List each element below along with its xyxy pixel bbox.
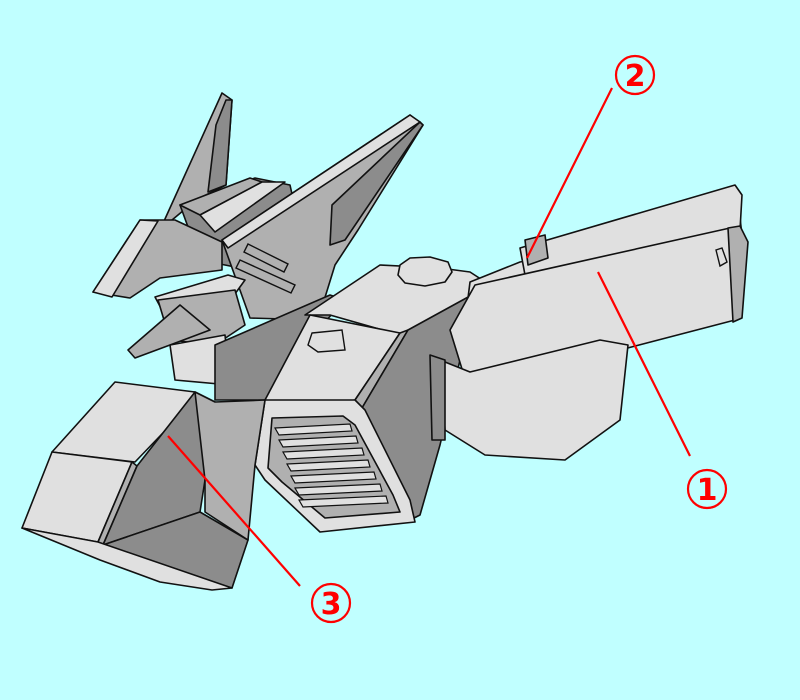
callout-leader-line	[167, 435, 301, 587]
hatch-panel	[307, 329, 346, 353]
vent-slats	[273, 423, 389, 508]
callout-number: 2	[625, 59, 646, 94]
right-fin-face	[329, 121, 424, 246]
vent-slat	[285, 459, 371, 472]
callout-3: 3	[167, 435, 352, 624]
parts-layer	[21, 92, 749, 591]
callout-circle	[686, 468, 728, 510]
callout-number: 1	[697, 473, 718, 508]
shield-bottom-edge	[21, 527, 233, 591]
callout-circle	[614, 54, 656, 96]
head-top-plate-b	[199, 181, 286, 233]
callout-leader-line	[597, 271, 691, 457]
fin-slot-2	[235, 259, 296, 294]
callout-2: 2	[526, 54, 656, 259]
vent-slat	[273, 423, 353, 436]
callout-circle	[310, 582, 352, 624]
cannon-lower-block	[439, 339, 629, 461]
left-fin-tall-face	[207, 99, 233, 193]
head-visor-front	[92, 219, 159, 298]
cannon-window	[715, 247, 728, 268]
cannon-end-cap	[727, 225, 749, 323]
callouts: 1 2 3	[167, 54, 728, 624]
cannon-side-dark	[429, 354, 446, 441]
callout-leader-line	[526, 87, 613, 259]
vent-slat	[297, 495, 389, 508]
round-cap	[397, 256, 453, 287]
vent-slat	[293, 483, 383, 496]
vent-slat	[277, 435, 359, 448]
vent-slat	[289, 471, 377, 484]
callout-number: 3	[321, 587, 342, 622]
fin-slot-1	[243, 243, 289, 273]
vent-slat	[281, 447, 365, 460]
left-lower-wing	[127, 304, 211, 359]
detail-lines	[235, 243, 728, 353]
callout-1: 1	[597, 271, 728, 510]
shield-side-connector	[194, 391, 266, 541]
